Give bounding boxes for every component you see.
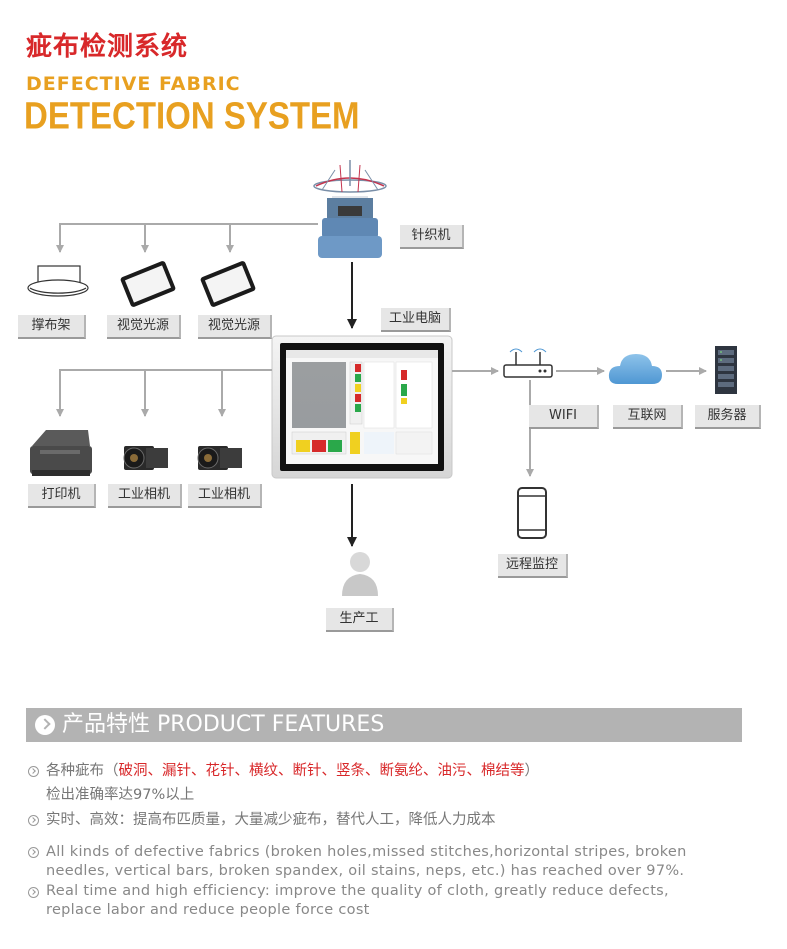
feature-item-2: 实时、高效：提高布匹质量，大量减少疵布，替代人工，降低人力成本	[46, 812, 496, 828]
knitting-machine-image	[313, 160, 387, 258]
bullet-icon	[28, 766, 39, 777]
feature-en-2-line2: replace labor and reduce people force co…	[46, 902, 370, 918]
phone-icon	[517, 487, 547, 539]
light-source-image-1	[120, 261, 176, 307]
cloud-icon	[608, 354, 662, 384]
feature-item-1-line2: 检出准确率达97%以上	[46, 787, 195, 803]
page-title-cn: 疵布检测系统	[26, 32, 189, 62]
feature-item-1: 各种疵布（破洞、漏针、花针、横纹、断针、竖条、断氨纶、油污、棉结等）	[46, 761, 539, 781]
light-source-label-1: 视觉光源	[107, 315, 181, 339]
feature-item-1-suffix: ）	[524, 763, 540, 779]
wifi-label: WIFI	[529, 405, 599, 429]
knitting-machine-label: 针织机	[400, 225, 464, 249]
remote-monitor-label: 远程监控	[498, 554, 568, 578]
internet-label: 互联网	[613, 405, 683, 429]
feature-en-2-line1: Real time and high efficiency: improve t…	[46, 883, 669, 899]
operator-icon	[342, 552, 378, 596]
industrial-pc-image	[271, 335, 453, 479]
printer-label: 打印机	[28, 484, 96, 508]
operator-label: 生产工	[326, 608, 394, 632]
camera-label-2: 工业相机	[188, 484, 262, 508]
system-diagram	[27, 160, 737, 596]
camera-image-1	[123, 446, 168, 470]
feature-en-1-line1: All kinds of defective fabrics (broken h…	[46, 844, 687, 860]
camera-label-1: 工业相机	[108, 484, 182, 508]
server-icon	[715, 346, 737, 394]
page-title-en-line1: DEFECTIVE FABRIC	[26, 73, 241, 95]
router-image	[503, 348, 553, 378]
fabric-rack-label: 撑布架	[18, 315, 86, 339]
light-source-image-2	[200, 261, 256, 307]
light-source-label-2: 视觉光源	[198, 315, 272, 339]
feature-en-1-line2: needles, vertical bars, broken spandex, …	[46, 863, 685, 879]
feature-item-1-prefix: 各种疵布（	[46, 763, 119, 779]
industrial-pc-label: 工业电脑	[381, 308, 451, 332]
camera-image-2	[197, 446, 242, 470]
bullet-icon	[28, 887, 39, 898]
printer-image	[30, 430, 92, 476]
bullet-icon	[28, 815, 39, 826]
features-heading: 产品特性 PRODUCT FEATURES	[62, 712, 385, 737]
fabric-rack-image	[27, 265, 89, 297]
server-label: 服务器	[695, 405, 761, 429]
page-title-en-line2: DETECTION SYSTEM	[24, 94, 360, 137]
chevron-right-icon	[35, 715, 55, 735]
feature-item-1-highlight: 破洞、漏针、花针、横纹、断针、竖条、断氨纶、油污、棉结等	[118, 763, 525, 779]
bullet-icon	[28, 847, 39, 858]
features-heading-bar: 产品特性 PRODUCT FEATURES	[26, 708, 742, 742]
